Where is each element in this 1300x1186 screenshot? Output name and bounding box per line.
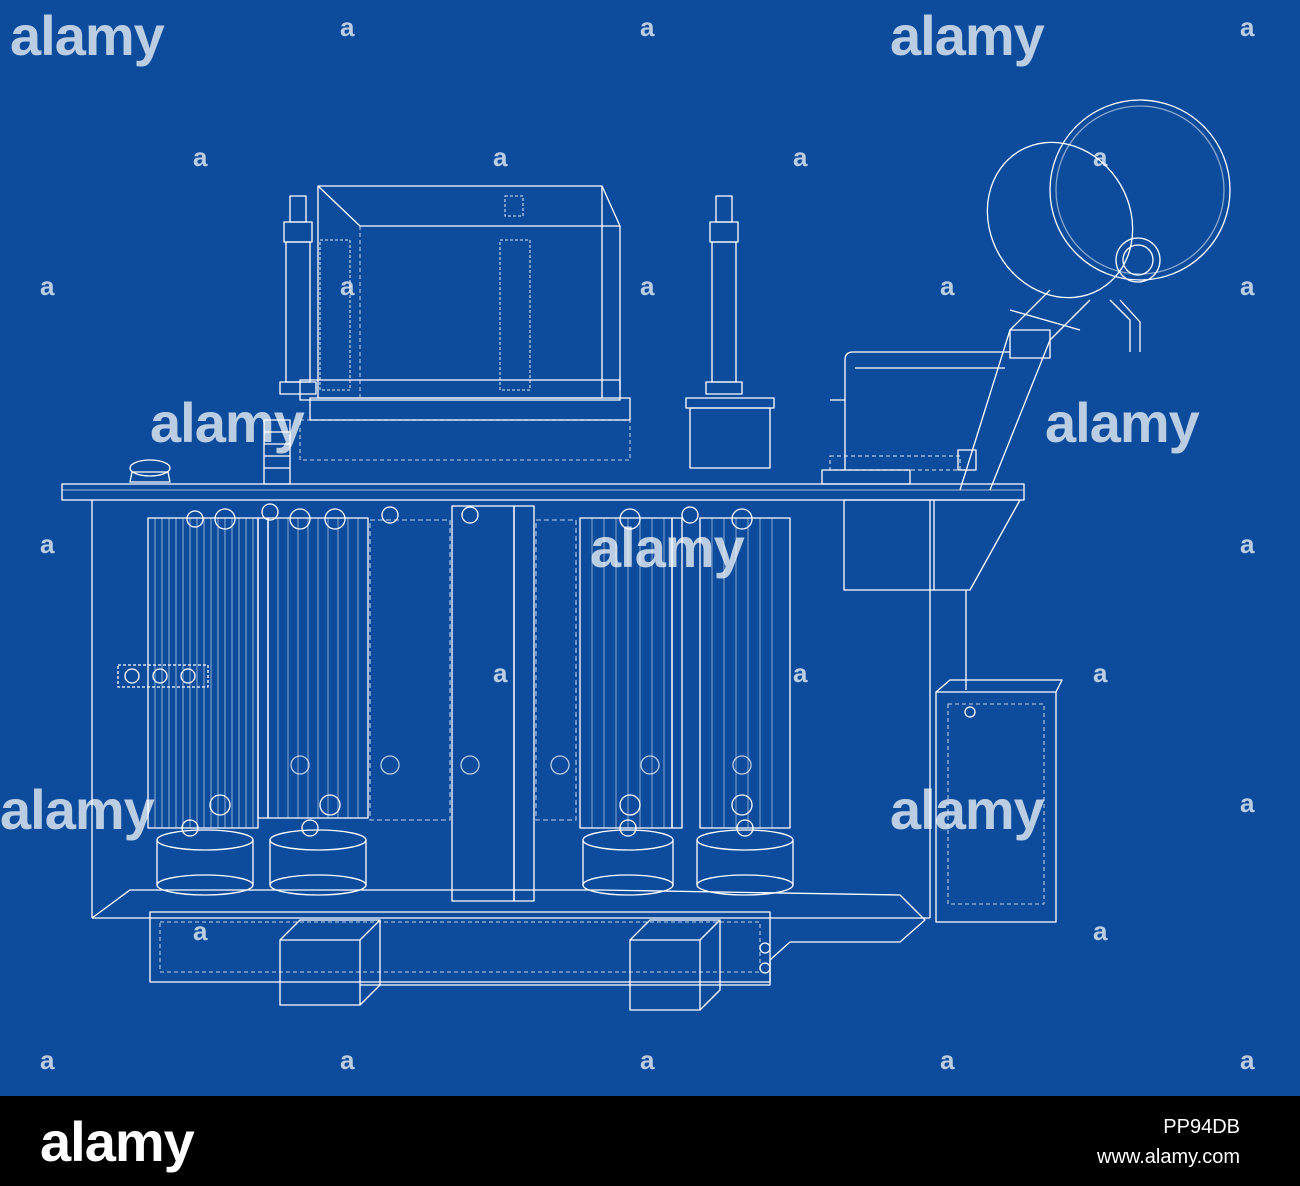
watermark-mark: a bbox=[793, 658, 808, 688]
watermark-mark: a bbox=[640, 271, 655, 301]
lid-fittings bbox=[821, 351, 1021, 690]
watermark-mark: a bbox=[1240, 788, 1255, 818]
watermark-mark: a bbox=[1093, 142, 1108, 172]
watermark-text: alamy bbox=[890, 4, 1045, 67]
footer-bar: alamy PP94DB www.alamy.com bbox=[0, 1096, 1300, 1186]
watermark-text: alamy bbox=[0, 778, 155, 841]
terminal-box bbox=[299, 185, 631, 461]
tank-body bbox=[91, 500, 931, 986]
watermark-text: alamy bbox=[590, 516, 745, 579]
conservator-tank bbox=[959, 99, 1231, 491]
watermark-mark: a bbox=[640, 1045, 655, 1075]
watermark-mark: a bbox=[1240, 271, 1255, 301]
base-skids bbox=[279, 919, 721, 1011]
tank-lid bbox=[61, 483, 1025, 501]
watermark-mark: a bbox=[940, 1045, 955, 1075]
site-url: www.alamy.com bbox=[1097, 1146, 1240, 1168]
bushings bbox=[129, 195, 775, 485]
watermark-mark: a bbox=[193, 142, 208, 172]
watermark-mark: a bbox=[40, 529, 55, 559]
watermark-mark: a bbox=[340, 271, 355, 301]
transformer-wireframe-drawing bbox=[61, 99, 1231, 1011]
blueprint-canvas: alamy alamy alamy alamy alamy alamy alam… bbox=[0, 4, 1255, 1075]
control-cabinet bbox=[935, 679, 1063, 923]
watermark-mark: a bbox=[340, 12, 355, 42]
watermark-mark: a bbox=[793, 142, 808, 172]
watermark-mark: a bbox=[640, 12, 655, 42]
watermark-mark: a bbox=[1240, 12, 1255, 42]
watermark-mark: a bbox=[940, 271, 955, 301]
watermark-mark: a bbox=[40, 1045, 55, 1075]
watermark-text: alamy bbox=[10, 4, 165, 67]
watermark-mark: a bbox=[493, 658, 508, 688]
watermark-mark: a bbox=[340, 1045, 355, 1075]
watermark-mark: a bbox=[1240, 1045, 1255, 1075]
watermark-mark: a bbox=[40, 271, 55, 301]
watermark-mark: a bbox=[193, 916, 208, 946]
footer-logo: alamy bbox=[40, 1110, 195, 1173]
watermark-mark: a bbox=[493, 142, 508, 172]
image-id: PP94DB bbox=[1163, 1116, 1240, 1138]
watermark-mark: a bbox=[1093, 916, 1108, 946]
watermark-mark: a bbox=[1240, 529, 1255, 559]
radiator-bank bbox=[117, 503, 794, 902]
watermark-mark: a bbox=[1093, 658, 1108, 688]
watermark-text: alamy bbox=[150, 391, 305, 454]
watermark-text: alamy bbox=[1045, 391, 1200, 454]
watermark-text: alamy bbox=[890, 778, 1045, 841]
